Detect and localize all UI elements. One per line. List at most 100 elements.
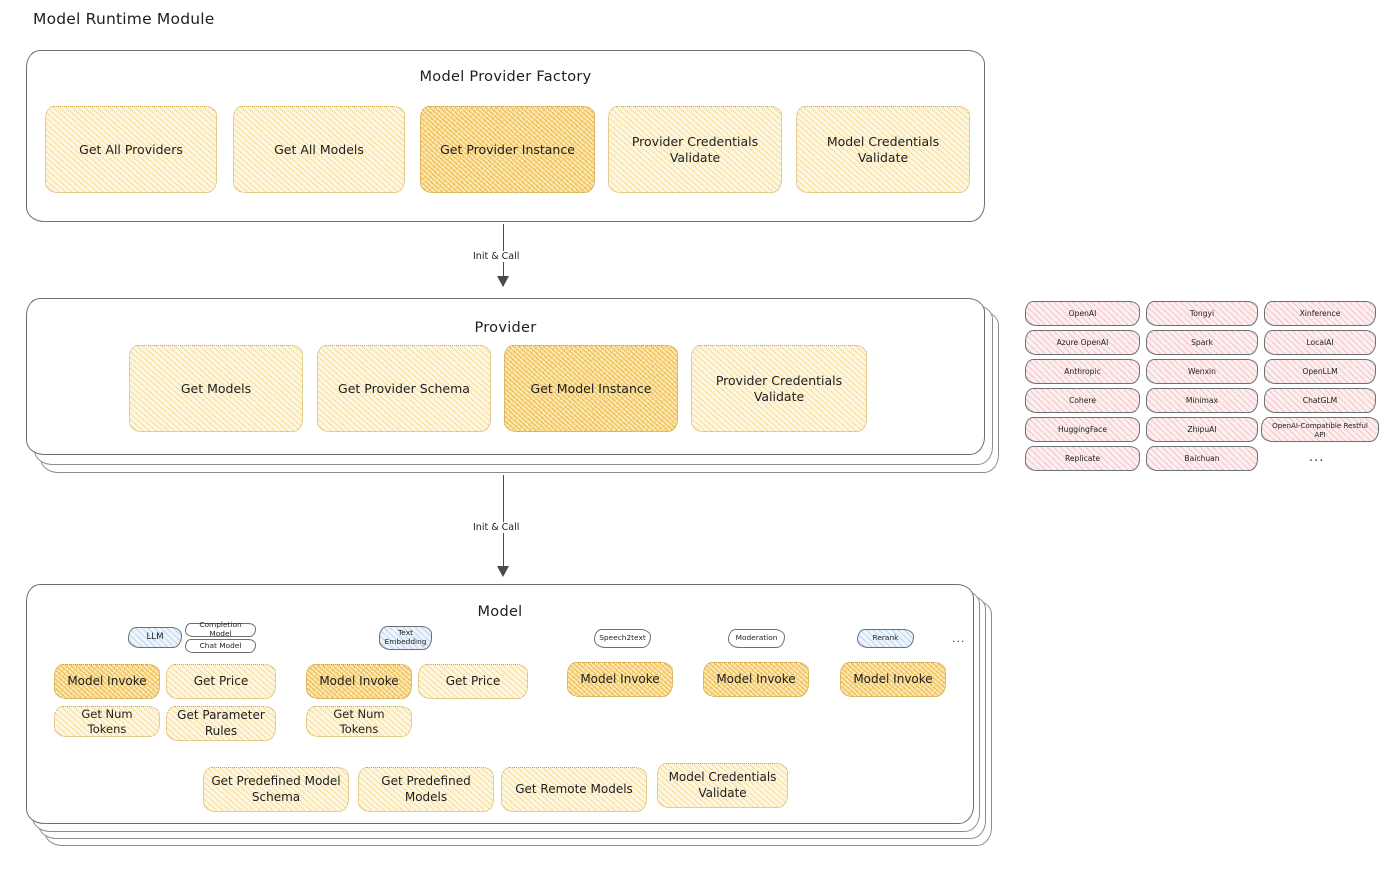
provider-title: Provider <box>474 320 537 336</box>
provider-chip-cohere[interactable]: Cohere <box>1025 388 1140 413</box>
node-label: Model Invoke <box>580 671 660 686</box>
provider-chip-openllm[interactable]: OpenLLM <box>1264 359 1376 384</box>
node-label: Model Invoke <box>67 673 147 688</box>
node-label: Get Provider Instance <box>440 141 575 157</box>
model-op-get-predefined-model-schema[interactable]: Get Predefined Model Schema <box>203 767 349 812</box>
arrow-label-init-and-call-2: Init & Call <box>469 522 524 533</box>
node-label: Model Credentials Validate <box>826 133 940 165</box>
node-label: Get Predefined Model Schema <box>211 774 341 804</box>
provider-chip-tongyi[interactable]: Tongyi <box>1146 301 1258 326</box>
chip-label: Azure OpenAI <box>1056 338 1109 347</box>
provider-chip-chatglm[interactable]: ChatGLM <box>1264 388 1376 413</box>
arrow-provider-to-model-head <box>497 566 509 577</box>
model-op-get-predefined-models[interactable]: Get Predefined Models <box>358 767 494 812</box>
chip-label: OpenAI-Compatible Restful API <box>1272 420 1368 439</box>
chip-label: Anthropic <box>1064 367 1101 376</box>
provider-chip-huggingface[interactable]: HuggingFace <box>1025 417 1140 442</box>
model-op-embedding-get-num-tokens[interactable]: Get Num Tokens <box>306 706 412 737</box>
model-type-badge-rerank[interactable]: Rerank <box>857 629 914 648</box>
chip-label: ChatGLM <box>1302 396 1338 405</box>
model-types-ellipsis: ... <box>952 632 966 645</box>
node-label: Model Invoke <box>319 673 399 688</box>
node-label: Get Parameter Rules <box>177 708 265 738</box>
chip-label: Cohere <box>1068 396 1097 405</box>
factory-node-provider-credentials-validate[interactable]: Provider Credentials Validate <box>608 106 782 193</box>
chip-label: HuggingFace <box>1057 425 1108 434</box>
node-label: Provider Credentials Validate <box>631 133 759 165</box>
provider-chip-anthropic[interactable]: Anthropic <box>1025 359 1140 384</box>
model-op-speech2text-model-invoke[interactable]: Model Invoke <box>567 662 673 697</box>
model-sub-badge-completion-model[interactable]: Completion Model <box>185 620 256 638</box>
model-sub-badge-chat-model[interactable]: Chat Model <box>185 639 256 653</box>
provider-chip-xinference[interactable]: Xinference <box>1264 301 1376 326</box>
badge-label: Completion Model <box>199 620 242 638</box>
chip-label: OpenAI <box>1068 309 1097 318</box>
chip-label: LocalAI <box>1306 338 1334 347</box>
model-type-badge-text-embedding[interactable]: Text Embedding <box>379 626 432 650</box>
model-op-get-remote-models[interactable]: Get Remote Models <box>501 767 647 812</box>
provider-node-get-model-instance[interactable]: Get Model Instance <box>504 345 678 432</box>
chip-label: Minimax <box>1185 396 1219 405</box>
provider-chip-openai[interactable]: OpenAI <box>1025 301 1140 326</box>
provider-node-get-models[interactable]: Get Models <box>129 345 303 432</box>
model-op-llm-get-parameter-rules[interactable]: Get Parameter Rules <box>166 706 276 741</box>
model-op-model-credentials-validate[interactable]: Model Credentials Validate <box>657 763 788 808</box>
badge-label: Chat Model <box>199 640 242 650</box>
node-label: Provider Credentials Validate <box>715 372 843 404</box>
model-op-llm-model-invoke[interactable]: Model Invoke <box>54 664 160 699</box>
node-label: Model Invoke <box>853 671 933 686</box>
chip-label: Baichuan <box>1184 454 1220 463</box>
model-op-embedding-model-invoke[interactable]: Model Invoke <box>306 664 412 699</box>
node-label: Get All Providers <box>79 141 183 157</box>
model-op-embedding-get-price[interactable]: Get Price <box>418 664 528 699</box>
node-label: Get Price <box>193 673 249 688</box>
provider-node-get-provider-schema[interactable]: Get Provider Schema <box>317 345 491 432</box>
model-title: Model <box>477 604 523 620</box>
node-label: Get Remote Models <box>515 781 633 796</box>
model-op-llm-get-price[interactable]: Get Price <box>166 664 276 699</box>
provider-chip-openai-compatible-restful-api[interactable]: OpenAI-Compatible Restful API <box>1261 417 1379 442</box>
node-label: Model Credentials Validate <box>668 770 777 800</box>
node-label: Get Models <box>180 380 252 396</box>
provider-node-provider-credentials-validate[interactable]: Provider Credentials Validate <box>691 345 867 432</box>
model-op-moderation-model-invoke[interactable]: Model Invoke <box>703 662 809 697</box>
provider-chip-localai[interactable]: LocalAI <box>1264 330 1376 355</box>
provider-chip-replicate[interactable]: Replicate <box>1025 446 1140 471</box>
factory-node-model-credentials-validate[interactable]: Model Credentials Validate <box>796 106 970 193</box>
chip-label: Xinference <box>1299 309 1341 318</box>
chip-label: Tongyi <box>1189 309 1215 318</box>
provider-chip-azure-openai[interactable]: Azure OpenAI <box>1025 330 1140 355</box>
provider-list-ellipsis: ... <box>1309 450 1325 465</box>
node-label: Get Provider Schema <box>338 380 470 396</box>
provider-chip-spark[interactable]: Spark <box>1146 330 1258 355</box>
factory-title: Model Provider Factory <box>419 69 592 85</box>
provider-chip-baichuan[interactable]: Baichuan <box>1146 446 1258 471</box>
node-label: Get Predefined Models <box>381 774 471 804</box>
node-label: Get All Models <box>274 141 364 157</box>
badge-label: Rerank <box>872 633 899 643</box>
model-op-rerank-model-invoke[interactable]: Model Invoke <box>840 662 946 697</box>
chip-label: ZhipuAI <box>1187 425 1217 434</box>
provider-chip-minimax[interactable]: Minimax <box>1146 388 1258 413</box>
model-op-llm-get-num-tokens[interactable]: Get Num Tokens <box>54 706 160 737</box>
badge-label: Speech2text <box>599 633 646 643</box>
node-label: Get Price <box>445 673 501 688</box>
provider-chip-wenxin[interactable]: Wenxin <box>1146 359 1258 384</box>
model-type-badge-speech2text[interactable]: Speech2text <box>594 629 651 648</box>
provider-chip-zhipuai[interactable]: ZhipuAI <box>1146 417 1258 442</box>
badge-label: LLM <box>146 631 164 642</box>
node-label: Get Num Tokens <box>81 706 133 736</box>
model-type-badge-llm[interactable]: LLM <box>128 627 182 648</box>
chip-label: Wenxin <box>1188 367 1216 376</box>
factory-node-get-all-models[interactable]: Get All Models <box>233 106 405 193</box>
node-label: Get Model Instance <box>530 380 652 396</box>
factory-node-get-all-providers[interactable]: Get All Providers <box>45 106 217 193</box>
model-panel <box>26 584 974 824</box>
node-label: Get Num Tokens <box>333 706 385 736</box>
model-type-badge-moderation[interactable]: Moderation <box>728 629 785 648</box>
arrow-factory-to-provider-head <box>497 276 509 287</box>
factory-node-get-provider-instance[interactable]: Get Provider Instance <box>420 106 595 193</box>
chip-label: Spark <box>1191 338 1213 347</box>
badge-label: Text Embedding <box>384 628 427 646</box>
